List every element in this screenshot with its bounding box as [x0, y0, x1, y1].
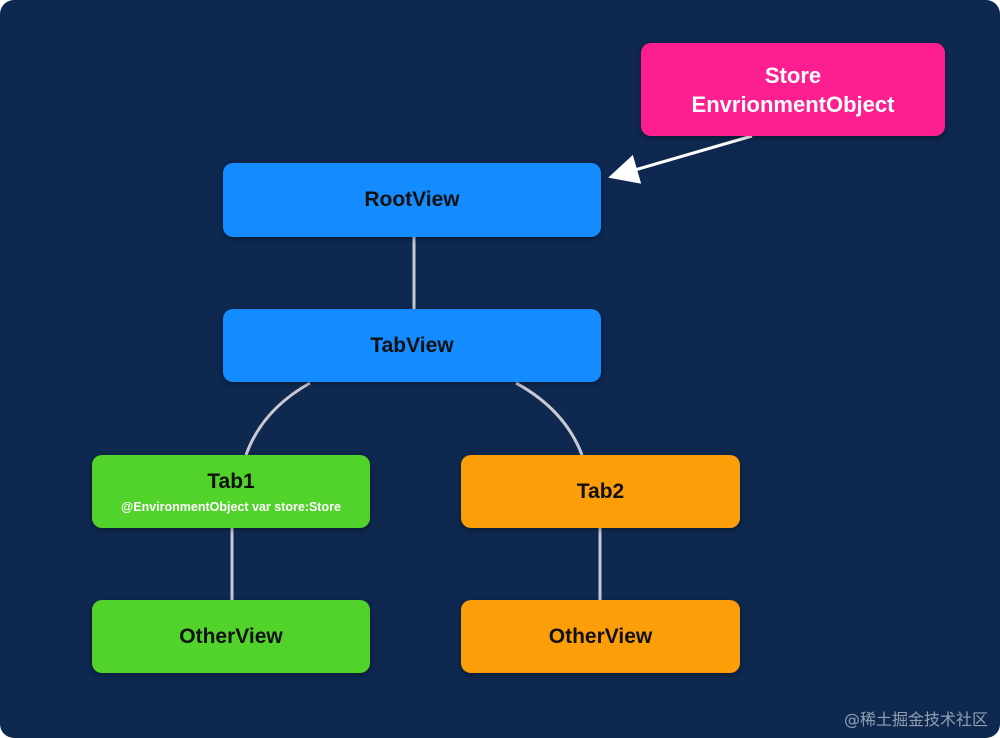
store-node: Store EnvrionmentObject: [641, 43, 945, 136]
tabview-node-label: TabView: [370, 333, 454, 357]
connector-tabview-to-tab1: [244, 381, 311, 456]
rootview-node: RootView: [223, 163, 601, 237]
tab2-node-label: Tab2: [576, 479, 625, 503]
store-node-title: Store: [764, 62, 822, 88]
watermark: @稀土掘金技术社区: [843, 710, 988, 729]
otherview-right-node-label: OtherView: [548, 624, 653, 648]
otherview-left-node: OtherView: [92, 600, 370, 673]
tab2-node: Tab2: [461, 455, 740, 528]
otherview-left-node-label: OtherView: [179, 624, 283, 648]
arrow-store-to-rootview: [608, 134, 753, 184]
rootview-node-label: RootView: [364, 188, 460, 211]
otherview-right-node: OtherView: [461, 600, 740, 673]
tab1-node-note: @EnvironmentObject var store:Store: [121, 499, 341, 514]
connector-tabview-to-tab2: [515, 381, 584, 456]
tabview-node: TabView: [223, 309, 601, 382]
tab1-node-label: Tab1: [207, 469, 255, 493]
store-node-subtitle: EnvrionmentObject: [691, 91, 895, 117]
tab1-node: Tab1 @EnvironmentObject var store:Store: [92, 455, 370, 528]
